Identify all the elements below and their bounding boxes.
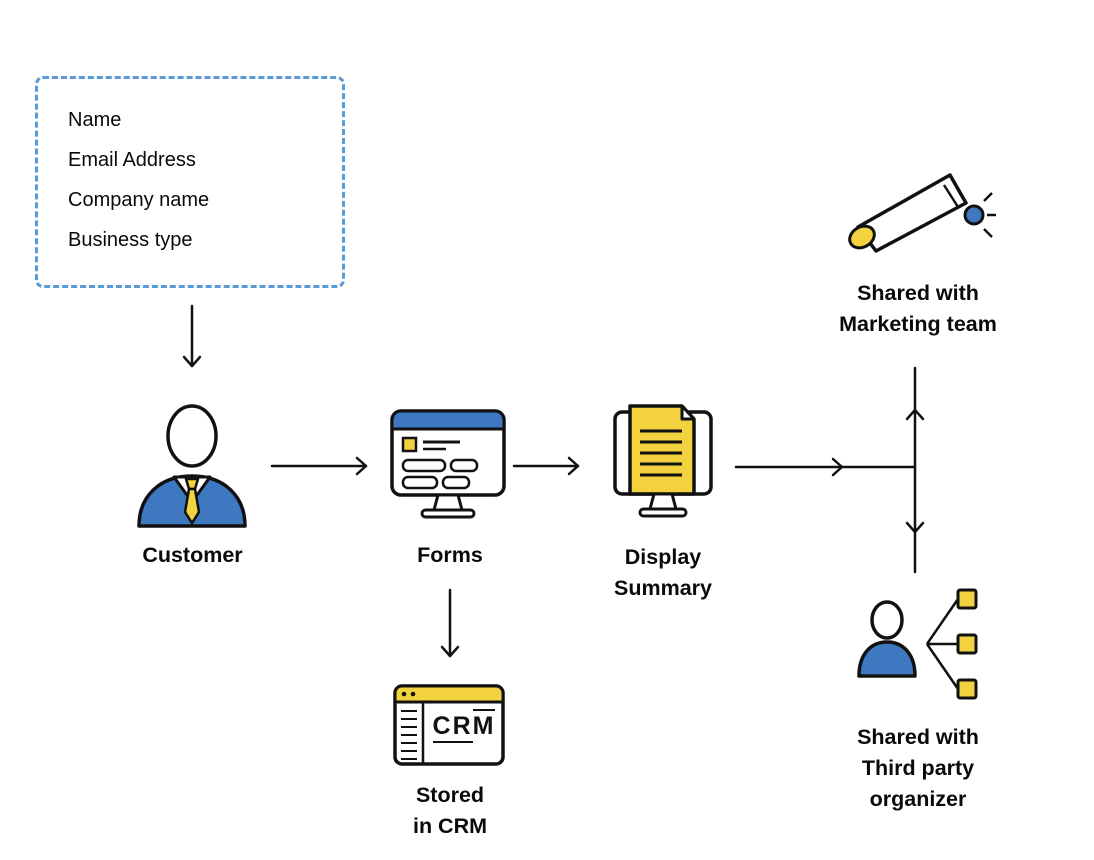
crm-label: Stored in CRM <box>412 783 488 838</box>
display-summary-icon <box>610 404 716 528</box>
marketing-label: Shared with Marketing team <box>839 281 997 336</box>
data-field-company: Company name <box>68 189 210 211</box>
crm-logo-text: CRM <box>425 709 503 743</box>
third-party-label: Shared with Third party organizer <box>857 725 979 811</box>
crm-logo-part1: CR <box>432 712 473 743</box>
crm-icon <box>393 684 505 766</box>
customer-data-box <box>35 76 345 288</box>
customer-data-fields: Name Email Address Company name Business… <box>68 100 209 260</box>
customer-label: Customer <box>142 543 243 567</box>
customer-icon <box>133 396 251 528</box>
data-field-name: Name <box>68 109 122 131</box>
display-summary-label: Display Summary <box>614 545 712 600</box>
megaphone-icon <box>838 163 998 261</box>
data-field-email: Email Address <box>68 149 196 171</box>
forms-label: Forms <box>417 543 483 567</box>
data-field-business-type: Business type <box>68 229 193 251</box>
crm-logo-part2: M <box>472 709 496 740</box>
third-party-icon <box>845 580 990 702</box>
forms-icon <box>388 407 508 529</box>
